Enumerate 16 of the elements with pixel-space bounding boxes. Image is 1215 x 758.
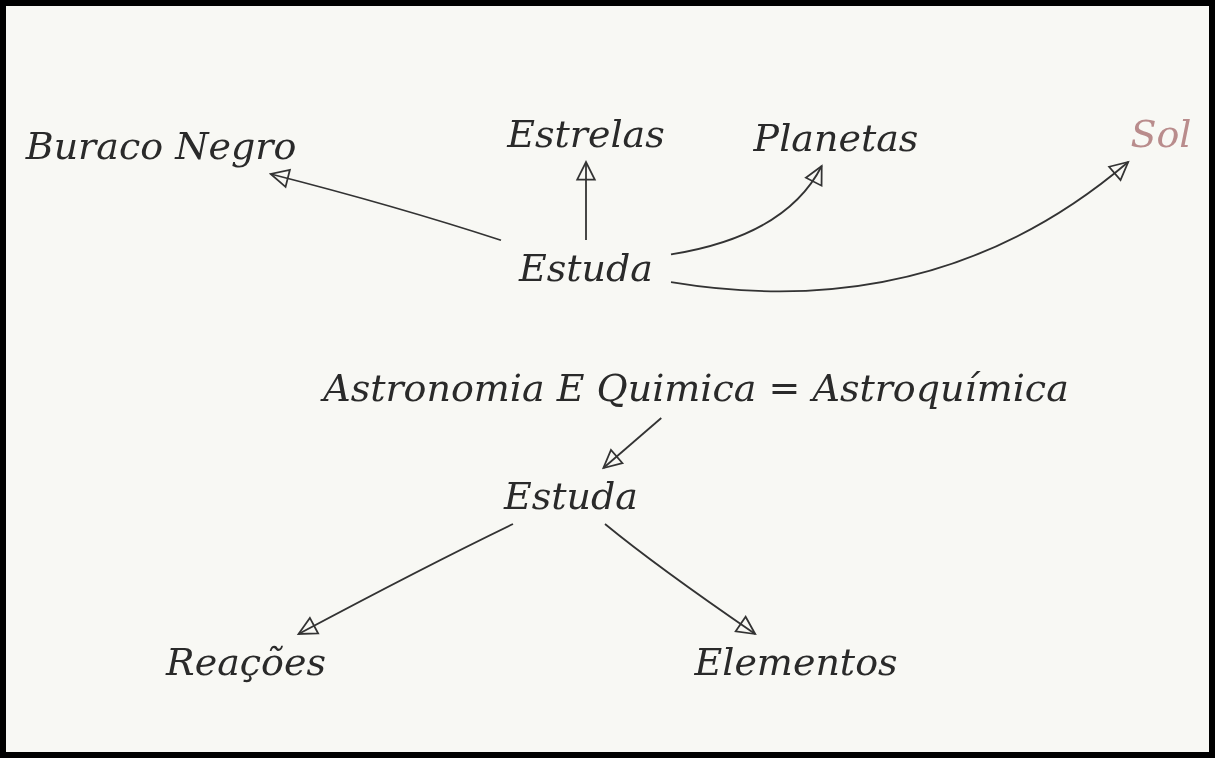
arrow bbox=[269, 169, 502, 242]
arrow bbox=[297, 523, 514, 635]
arrow bbox=[602, 417, 663, 469]
arrow bbox=[576, 161, 596, 241]
handwritten-word: Reações bbox=[156, 634, 336, 690]
handwritten-word: Elementos bbox=[686, 634, 906, 690]
handwritten-word: Sol bbox=[1116, 106, 1206, 162]
arrow bbox=[670, 161, 1130, 292]
handwritten-word: Estuda bbox=[486, 468, 656, 524]
handwritten-word: Estuda bbox=[501, 240, 671, 296]
handwritten-word: Buraco Negro bbox=[26, 118, 296, 174]
handwritten-word: Planetas bbox=[746, 110, 926, 166]
handwritten-word: Estrelas bbox=[501, 106, 671, 162]
arrow bbox=[604, 523, 757, 635]
arrow bbox=[670, 165, 823, 256]
handwritten-word: Astronomia E Quimica = Astroquímica bbox=[206, 358, 1186, 418]
